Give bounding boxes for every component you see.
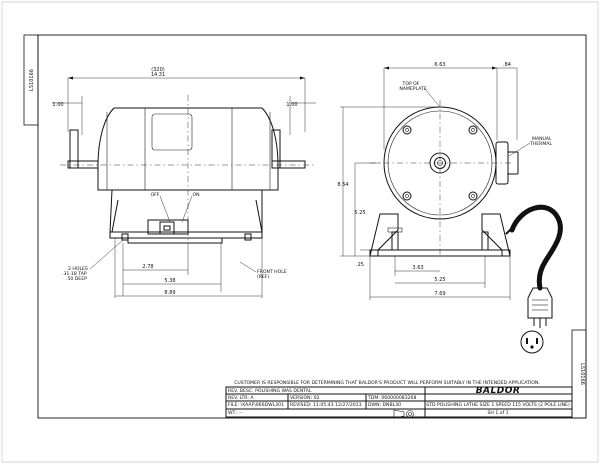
title-block: CUSTOMER IS RESPONSIBLE FOR DETERMINING … (225, 380, 573, 419)
side-view: 6.63 .84 TOP OF NAMEPLATE MANUAL THERMAL (337, 62, 552, 300)
plug-face (520, 330, 544, 354)
file-path: FILE: \XAAF\066DWL301 (228, 402, 284, 408)
nameplate-note-2: NAMEPLATE (399, 86, 426, 92)
top-offset: .84 (503, 62, 511, 68)
drawing-number-left: LS10166 (29, 69, 35, 91)
brand-logo: BALDOR (476, 386, 521, 396)
switch-on-label: ON (192, 192, 199, 198)
thermal-note-1: MANUAL (532, 136, 552, 142)
dim-base-length: 8.89 (164, 290, 175, 296)
left-shaft-ext: 1.00 (52, 102, 63, 108)
shaft-height: 5.25 (354, 210, 365, 216)
revised-date: REVISED: 11:05:43 12/27/2013 (290, 402, 362, 408)
left-number-tab (23, 34, 39, 126)
disclaimer: CUSTOMER IS RESPONSIBLE FOR DETERMINING … (234, 380, 540, 386)
drawing-number-right: LS10166 (579, 363, 585, 385)
holes-note-3: .50 DEEP (66, 276, 87, 282)
front-view: (320) 14.31 1.00 1.00 (52, 67, 316, 298)
overall-length-alt: (320) (151, 67, 164, 73)
thermal-note-2: THERMAL (529, 141, 552, 147)
nameplate-note-1: TOP OF (402, 81, 420, 87)
dim-slot-spacing: 5.25 (434, 277, 445, 283)
dim-hole-offset: 2.78 (142, 264, 153, 270)
holes-note-2: .31-18 TAP (62, 271, 87, 277)
version: VERSION: 02 (290, 395, 319, 401)
weight: WT.: -- (228, 410, 243, 416)
rev-desc: REV. DESC: POLISHING WAS DENTAL (228, 388, 312, 394)
front-hole-note-1: FRONT HOLE (257, 269, 287, 275)
right-shaft-ext: 1.00 (286, 102, 297, 108)
overall-height: 8.54 (337, 182, 348, 188)
dim-center-to-slot: 3.63 (412, 265, 423, 271)
right-number-tab (571, 329, 587, 419)
drawing-frame (37, 34, 587, 419)
overall-width: 6.63 (434, 62, 445, 68)
rev-ltr: REV. LTR: A (228, 395, 254, 401)
dim-base-width: 7.69 (434, 291, 445, 297)
overall-length: 14.31 (151, 72, 165, 78)
projection-symbol (393, 409, 414, 419)
switch-off-label: OFF (151, 192, 160, 198)
sheet-number: SH 1 of 1 (487, 410, 508, 416)
power-cord (505, 204, 563, 354)
front-hole-note-2: (REF) (257, 274, 270, 280)
dim-hole-spacing: 5.38 (164, 278, 175, 284)
drawn-by: DWN: DNBL30 (368, 402, 401, 408)
holes-note-1: 2 HOLES (68, 266, 88, 272)
tdm-number: TDM: 060000083268 (367, 395, 416, 401)
product-description: STD POLISHING LATHE SIZE 1 SPEED 115 VOL… (426, 402, 570, 408)
base-thickness: .25 (356, 262, 364, 268)
